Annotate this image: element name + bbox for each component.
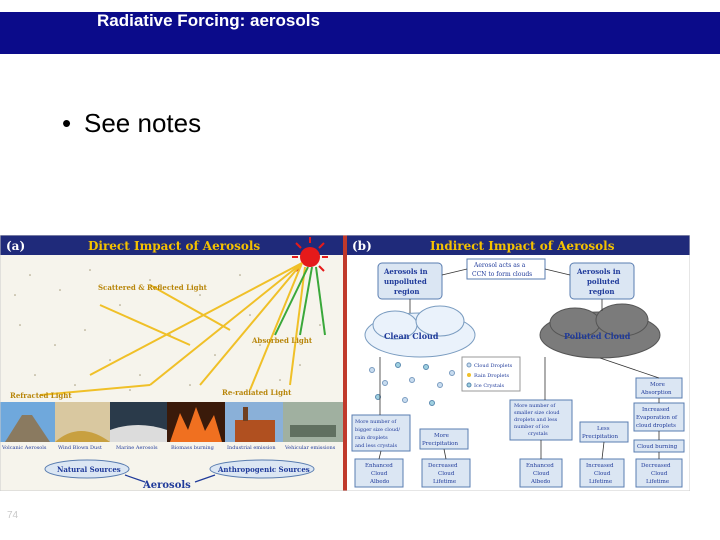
flow-arrows [378, 268, 660, 460]
rain-droplet-icon [467, 373, 471, 377]
more-precip-line-1: More [434, 433, 449, 439]
more-absorption-line-1: More [650, 382, 665, 388]
polluted-line-3: region [589, 287, 614, 296]
smaller-droplets-box [509, 399, 573, 441]
aerosol-figure: (a) Direct Impact of Aerosols Scattered … [0, 235, 690, 491]
bullet-text: See notes [84, 108, 202, 138]
anthropogenic-sources: Anthropogenic Sources [217, 465, 310, 474]
clean-cloud-label: Clean Cloud [384, 331, 439, 341]
source-vehicular: Vehicular emissions [284, 445, 336, 451]
enh-albedo-b-line-3: Albedo [530, 479, 551, 485]
enh-albedo-a-line-1: Enhanced [365, 463, 393, 469]
smaller-line-2: smaller size cloud [514, 410, 560, 416]
polluted-cloud-icon [539, 303, 661, 359]
aerosol-particles [14, 269, 321, 391]
enh-albedo-a-line-2: Cloud [371, 471, 388, 477]
smaller-line-4: number of ice [514, 424, 549, 430]
ccn-line-2: CCN to form clouds [472, 271, 532, 278]
cloud-droplet-icon [466, 362, 472, 368]
enh-albedo-b-line-2: Cloud [533, 471, 550, 477]
unpolluted-line-2: unpolluted [384, 277, 427, 286]
legend-cloud-droplets: Cloud Droplets [474, 363, 513, 369]
clean-cloud-icon [364, 305, 476, 358]
inc-life-line-2: Cloud [594, 471, 611, 477]
source-marine: Marine Aerosols [116, 445, 158, 451]
inc-life-line-1: Increased [586, 463, 614, 469]
dec-life-b-line-2: Cloud [651, 471, 668, 477]
slide-number: 74 [7, 510, 19, 521]
anthropogenic-sources-oval [209, 459, 315, 479]
bullet-dot-icon: • [62, 108, 72, 138]
legend-ice-crystals: Ice Crystals [474, 383, 505, 389]
polluted-cloud-label: Polluted Cloud [564, 331, 631, 341]
bigger-line-1: More number of [355, 419, 397, 425]
label-absorbed: Absorbed Light [251, 336, 313, 345]
panel-a-title: Direct Impact of Aerosols [88, 239, 260, 253]
legend-rain-droplets: Rain Droplets [474, 373, 509, 379]
bigger-droplets-box [351, 414, 411, 452]
source-biomass: Biomass burning [171, 445, 215, 451]
enhanced-albedo-b-box [519, 458, 563, 488]
evap-line-2: Evaporation of [636, 415, 678, 421]
label-scattered: Scattered & Reflected Light [98, 283, 208, 292]
droplets [369, 362, 455, 406]
panel-a-background [0, 235, 345, 491]
source-dust: Wind Blown Dust [58, 445, 102, 451]
droplet-legend [461, 356, 521, 392]
more-precip-line-2: Precipitation [422, 441, 458, 447]
inc-life-line-3: Lifetime [589, 479, 612, 485]
unpolluted-line-1: Aerosols in [383, 267, 428, 276]
dec-life-b-line-3: Lifetime [646, 479, 669, 485]
label-reradiated: Re-radiated Light [222, 388, 292, 397]
light-rays [39, 262, 306, 396]
title-bar [0, 12, 720, 54]
slide-title: Radiative Forcing: aerosols [97, 11, 320, 30]
source-industrial: Industrial emission [227, 445, 276, 451]
dec-life-a-line-3: Lifetime [433, 479, 456, 485]
bigger-line-4: and less crystals [355, 443, 397, 449]
source-images [0, 402, 343, 442]
polluted-line-2: polluted [587, 277, 620, 286]
aerosol-arrows [124, 474, 216, 483]
less-precip-line-1: Less [597, 426, 610, 432]
evap-line-3: cloud droplets [636, 423, 676, 429]
evap-line-1: Increased [642, 407, 670, 413]
cloud-burning-label: Cloud burning [637, 444, 678, 450]
ice-crystal-icon [466, 382, 472, 388]
natural-sources-oval [44, 459, 130, 479]
increased-lifetime-box [579, 458, 625, 488]
bigger-line-3: rain droplets [355, 435, 388, 441]
absorbed-rays [274, 266, 326, 336]
source-volcanic: Volcanic Aerosols [1, 445, 47, 451]
bigger-line-2: bigger size cloud/ [355, 427, 400, 433]
source-labels: Volcanic Aerosols Wind Blown Dust Marine… [1, 445, 336, 451]
enh-albedo-a-line-3: Albedo [369, 479, 390, 485]
panel-a-title-bar [0, 235, 343, 255]
more-absorption-line-2: Absorption [640, 390, 672, 396]
panel-b-tag: (b) [352, 239, 372, 253]
dec-life-a-line-2: Cloud [438, 471, 455, 477]
natural-sources: Natural Sources [57, 465, 121, 474]
outcome-boxes: Enhanced Cloud Albedo Decreased Cloud Li… [354, 458, 683, 488]
label-refracted: Refracted Light [10, 391, 72, 400]
panel-b-title-bar [347, 235, 690, 255]
smaller-line-1: More number of [514, 403, 556, 409]
unpolluted-line-3: region [394, 287, 419, 296]
less-precip-line-2: Precipitation [582, 434, 618, 440]
smaller-line-5: crystals [528, 431, 548, 437]
panel-b-title: Indirect Impact of Aerosols [430, 239, 615, 253]
panel-divider [343, 235, 347, 491]
smaller-line-3: droplets and less [514, 417, 558, 423]
dec-life-b-line-1: Decreased [641, 463, 671, 469]
panel-a-tag: (a) [6, 239, 25, 253]
dec-life-a-line-1: Decreased [428, 463, 458, 469]
ccn-line-1: Aerosol acts as a [473, 262, 526, 269]
polluted-line-1: Aerosols in [576, 267, 621, 276]
enh-albedo-b-line-1: Enhanced [526, 463, 554, 469]
aerosols-label: Aerosols [142, 480, 191, 491]
bullet-item: • See notes [62, 107, 201, 139]
decreased-lifetime-b-box [635, 458, 683, 488]
